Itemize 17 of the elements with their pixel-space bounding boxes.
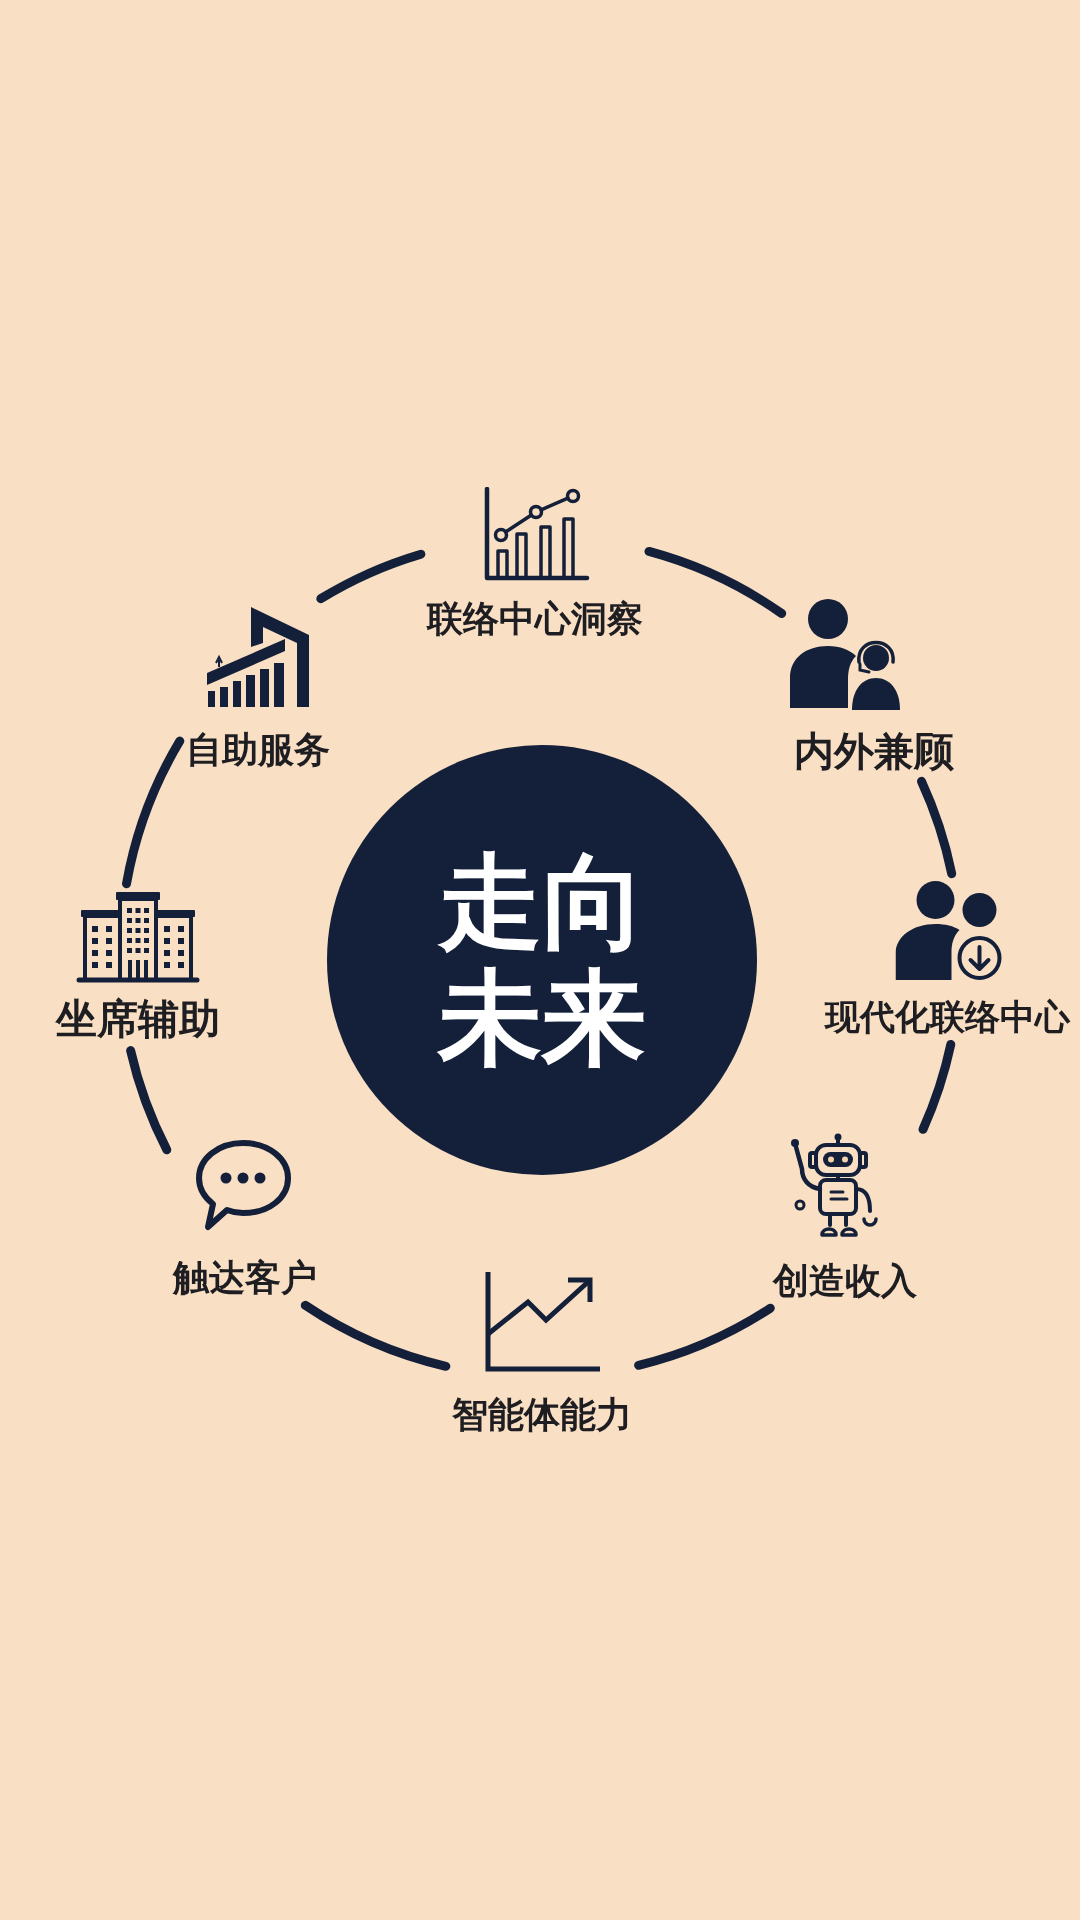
item-label: 智能体能力 [452, 1393, 632, 1437]
ring-arc [122, 736, 185, 889]
item-label: 坐席辅助 [56, 995, 220, 1045]
item-label: 自助服务 [186, 728, 330, 772]
item-label: 现代化联络中心 [824, 996, 1070, 1038]
ring-arc [316, 549, 426, 604]
item-label: 内外兼顾 [794, 727, 954, 775]
ring-arc [918, 1039, 956, 1134]
ring-arc [644, 546, 787, 618]
item-label: 触达客户 [173, 1256, 317, 1300]
ring-arc [300, 1300, 451, 1371]
item-label: 联络中心洞察 [427, 597, 643, 641]
ring-arc [917, 776, 957, 879]
ring-arc [126, 1046, 172, 1155]
ring-arc [634, 1303, 775, 1370]
hub-title: 走向未来 [436, 843, 647, 1077]
item-label: 创造收入 [773, 1259, 917, 1303]
